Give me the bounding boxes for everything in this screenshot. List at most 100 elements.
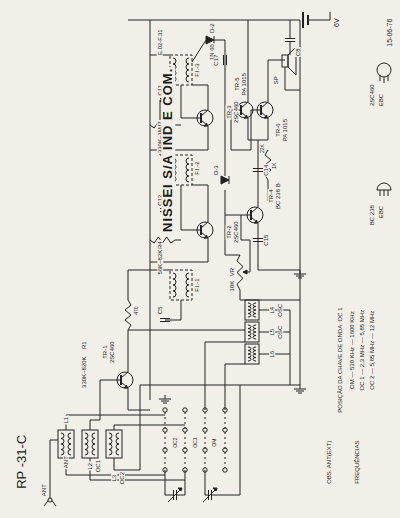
- wire: [114, 385, 140, 470]
- part-label: 56K~82K: [157, 249, 163, 276]
- wire: [181, 85, 191, 118]
- wire: [192, 85, 208, 104]
- part-label: L4: [269, 306, 275, 315]
- part-label: F.I.-2: [193, 160, 199, 175]
- part-label: ANT: [41, 483, 47, 497]
- part-label: C15: [263, 234, 269, 247]
- part-label: EBC: [378, 205, 384, 219]
- part-label: 2SC460: [233, 100, 239, 124]
- wire: [175, 240, 181, 241]
- part-label: R1: [81, 340, 87, 350]
- part-label: ANT: [63, 455, 69, 469]
- part-label: 6V: [332, 17, 339, 28]
- capacitor-symbol: [253, 169, 263, 172]
- wire: [225, 190, 241, 215]
- part-label: POSIÇÃO DA CHAVE DE ONDA: OC 1: [337, 307, 343, 414]
- wire: [290, 42, 291, 55]
- wire: [165, 300, 181, 320]
- wire: [285, 67, 300, 90]
- transistor-symbol: [241, 201, 263, 229]
- part-label: OC 1 — 2,3 MHz — 5,85 MHz: [359, 309, 365, 392]
- part-label: 2SC460: [109, 340, 115, 364]
- wire: [290, 20, 291, 38]
- part-label: FREQUÊNCIAS: [353, 439, 359, 484]
- part-label: L3: [111, 474, 117, 483]
- coil-symbol: [170, 270, 192, 300]
- wire: [50, 440, 58, 500]
- part-label: TR-6: [274, 122, 280, 137]
- coil-symbol: [58, 430, 74, 458]
- part-label: OBS. ANT(EXT): [325, 439, 331, 484]
- part-label: BC 238 B: [275, 182, 281, 210]
- part-label: C5: [157, 305, 163, 315]
- wire: [259, 310, 290, 385]
- part-label: OC 2 — 5,85 MHz — 12 MHz: [369, 310, 375, 391]
- part-label: OC2: [173, 436, 178, 448]
- wire: [300, 20, 301, 385]
- wire: [258, 229, 300, 270]
- wire: [177, 470, 185, 495]
- part-label: OSC: [277, 303, 283, 318]
- wire: [312, 12, 330, 20]
- wire: [150, 20, 151, 400]
- part-label: TR-3: [225, 104, 231, 119]
- resistor-symbol: [125, 300, 131, 330]
- wire: [205, 470, 208, 495]
- part-label: 330K~820K: [81, 355, 87, 389]
- coil-symbol: [245, 344, 259, 364]
- diode-symbol: [221, 176, 229, 184]
- wire: [240, 290, 300, 300]
- ground-symbol: [294, 385, 306, 393]
- part-label: OM: [212, 437, 217, 447]
- wire: [90, 420, 100, 430]
- part-label: PA 1015: [282, 118, 288, 142]
- part-label: TR-5: [233, 76, 239, 91]
- part-label: 1K: [272, 161, 277, 169]
- part-label: RP -31-C: [15, 434, 29, 490]
- wire: [66, 415, 165, 430]
- coil-symbol: [106, 430, 122, 458]
- wire: [128, 20, 300, 21]
- part-label: 2SC460: [233, 220, 239, 244]
- part-label: 470: [134, 305, 139, 315]
- part-label: OM — 530 KHz — 1600 KHz: [349, 310, 355, 390]
- part-label: C17: [213, 54, 219, 67]
- part-label: L1: [63, 416, 69, 425]
- capacitor-symbol: [253, 239, 263, 242]
- coil-symbol: [245, 300, 259, 320]
- wire: [100, 380, 111, 420]
- wire: [128, 394, 150, 410]
- part-label: PA 1015: [241, 72, 247, 96]
- part-label: VR: [229, 267, 235, 277]
- wire: [241, 215, 250, 272]
- ground-symbol: [159, 395, 171, 403]
- part-label: OC1: [95, 459, 101, 473]
- sheet-title: NISSEI S/A IND E COM.: [161, 67, 175, 233]
- part-label: F.I.-3: [193, 62, 199, 77]
- part-label: TR-2: [225, 224, 231, 239]
- wiring: [44, 12, 391, 506]
- part-label: BC 238: [369, 204, 375, 226]
- antenna-symbol: [44, 498, 56, 506]
- part-label: OC2: [119, 471, 125, 485]
- wire: [225, 150, 226, 176]
- part-label: C14: [263, 164, 269, 177]
- transistor-symbol: [191, 104, 213, 132]
- part-label: F.I.-1: [193, 277, 199, 292]
- wire: [192, 185, 208, 216]
- part-label: L6: [269, 350, 275, 359]
- band-switch: [163, 408, 227, 472]
- wire: [128, 270, 170, 300]
- part-label: 2SC460: [369, 83, 375, 107]
- transistor-symbol: [251, 96, 273, 124]
- part-label: TR-1: [101, 344, 107, 359]
- transistor-symbol: [111, 366, 133, 394]
- wire: [258, 140, 259, 201]
- part-label: 10K: [229, 280, 235, 293]
- wire: [212, 385, 240, 495]
- wire: [175, 125, 181, 126]
- coil-symbol: [82, 430, 98, 458]
- part-label: D-2: [209, 22, 215, 34]
- resistor-symbol: [237, 255, 243, 290]
